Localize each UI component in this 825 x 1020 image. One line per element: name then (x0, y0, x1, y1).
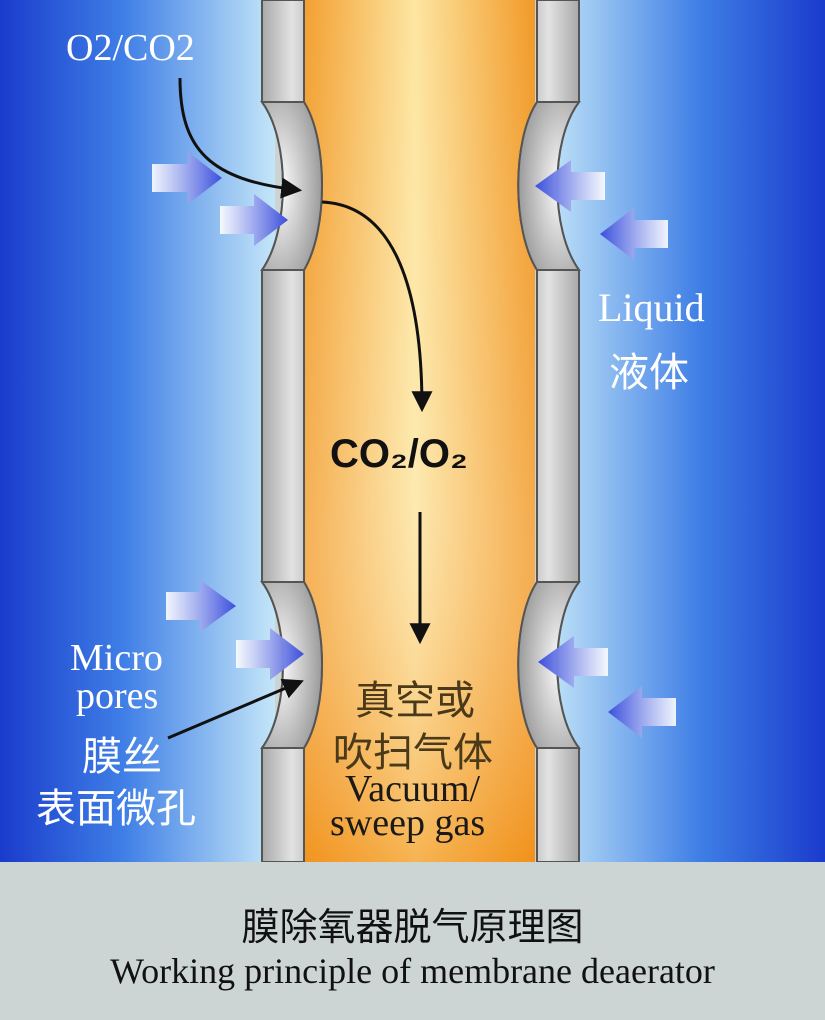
pores-pointer-arrow (167, 678, 304, 740)
micropores-label-en-1: Micro (70, 637, 163, 679)
gas-entry-arrow (178, 77, 303, 199)
caption-title-en: Working principle of membrane deaerator (110, 951, 715, 991)
gas-diffusion-arrow (321, 200, 433, 413)
liquid-label-cn: 液体 (609, 350, 689, 396)
micropores-label-en-2: pores (76, 675, 159, 717)
micropores-label-cn-2: 表面微孔 (36, 786, 196, 832)
vacuum-label-en-1: Vacuum/ (345, 768, 481, 810)
liquid-label-en: Liquid (598, 285, 705, 330)
caption-bar: 膜除氧器脱气原理图 Working principle of membrane … (0, 862, 825, 1020)
vacuum-label-cn-1: 真空或 (355, 678, 475, 724)
liquid-flow-arrows-right (535, 160, 676, 738)
liquid-flow-arrows-left (152, 152, 304, 680)
micropores-label-cn-1: 膜丝 (82, 734, 162, 780)
liquid-left (0, 0, 275, 862)
diagram-graphic (0, 0, 825, 862)
gas-in-label: O2/CO2 (66, 27, 195, 69)
center-gas-label: CO₂/O₂ (330, 432, 468, 476)
caption-title-cn: 膜除氧器脱气原理图 (241, 905, 584, 949)
vacuum-label-en-2: sweep gas (330, 802, 486, 844)
liquid-right (545, 0, 825, 862)
vacuum-label-cn-2: 吹扫气体 (333, 730, 493, 776)
